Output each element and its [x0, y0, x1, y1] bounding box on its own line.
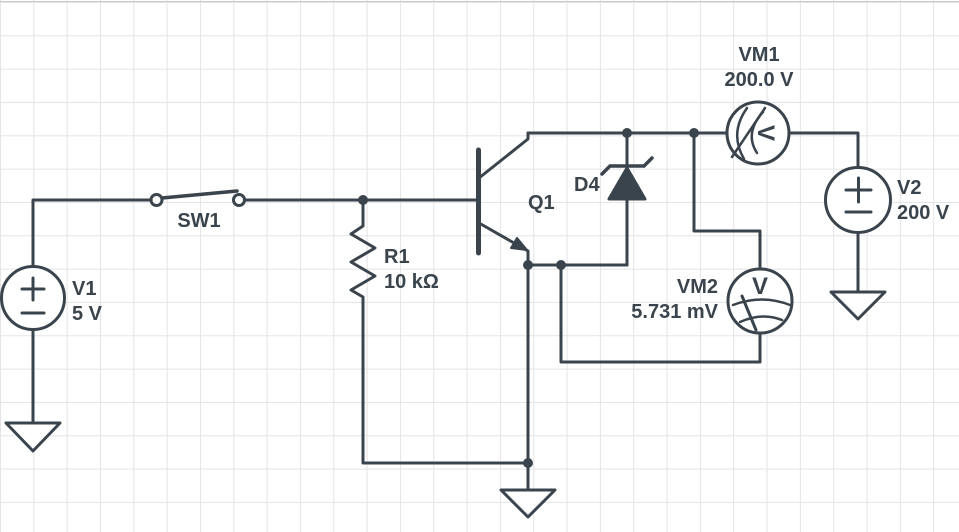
vm1-reading: 200.0 V [724, 69, 794, 91]
r1-name: R1 [384, 246, 410, 268]
junction-dot [523, 458, 533, 468]
emitter-arrow-icon [510, 237, 528, 251]
transistor-collector [477, 131, 530, 180]
vm1-name: VM1 [738, 44, 780, 66]
v2-value: 200 V [897, 202, 950, 224]
junction-dot [358, 195, 368, 205]
meter-scale-arc [731, 298, 792, 307]
q1-transistor[interactable] [476, 131, 530, 267]
vm2-label[interactable]: VM2 5.731 mV [598, 275, 718, 325]
v1-label[interactable]: V1 5 V [72, 277, 102, 327]
meter-needle [730, 106, 767, 159]
wire-rail-to-vm2[interactable] [692, 131, 762, 271]
v1-source[interactable] [0, 265, 66, 331]
vm2-name: VM2 [676, 276, 718, 298]
v1-name: V1 [72, 278, 97, 300]
meter-scale-arc [738, 315, 784, 324]
zener-triangle [607, 166, 647, 201]
sw1-name: SW1 [177, 210, 221, 232]
d4-zener-diode[interactable] [600, 131, 654, 267]
vm2-reading: 5.731 mV [631, 301, 718, 323]
r1-value: 10 kΩ [384, 271, 439, 293]
meter-needle [740, 294, 758, 332]
v2-source[interactable] [824, 166, 892, 234]
ground-symbol-v1[interactable] [4, 421, 62, 453]
zener-cathode-bar [600, 156, 654, 176]
v1-value: 5 V [72, 303, 103, 325]
q1-name: Q1 [528, 192, 555, 214]
vm2-meter-glyph: V [752, 273, 768, 300]
meter-scale-arc [736, 106, 749, 161]
d4-name: D4 [574, 174, 600, 196]
r1-label[interactable]: R1 10 kΩ [384, 245, 439, 295]
junction-dot [622, 128, 632, 138]
sw1-switch[interactable] [149, 189, 246, 207]
ground-symbol-v2[interactable] [829, 290, 887, 321]
vm1-meter-glyph: V [752, 125, 779, 141]
d4-label[interactable]: D4 [574, 173, 600, 198]
ground-symbol-center[interactable] [499, 461, 557, 519]
v2-name: V2 [897, 177, 922, 199]
wire-vm2-to-emitter[interactable] [559, 263, 762, 364]
q1-label[interactable]: Q1 [528, 191, 555, 216]
v2-label[interactable]: V2 200 V [897, 176, 949, 226]
wire-vm1-to-v2[interactable] [787, 131, 860, 169]
switch-lever[interactable] [160, 189, 239, 200]
r1-resistor[interactable] [349, 198, 530, 465]
junction-dot [523, 260, 533, 270]
junction-dot [556, 260, 566, 270]
plus-icon [20, 276, 46, 302]
plus-icon [844, 176, 873, 204]
junction-dot [689, 128, 699, 138]
vm2-voltmeter[interactable]: V [726, 267, 794, 335]
wire-v1-to-sw1[interactable] [31, 198, 151, 268]
switch-terminal [232, 193, 246, 207]
switch-terminal [149, 193, 164, 207]
vm1-label[interactable]: VM1 200.0 V [699, 43, 819, 93]
sw1-label[interactable]: SW1 [169, 209, 229, 234]
vm1-voltmeter[interactable]: V [725, 100, 791, 166]
